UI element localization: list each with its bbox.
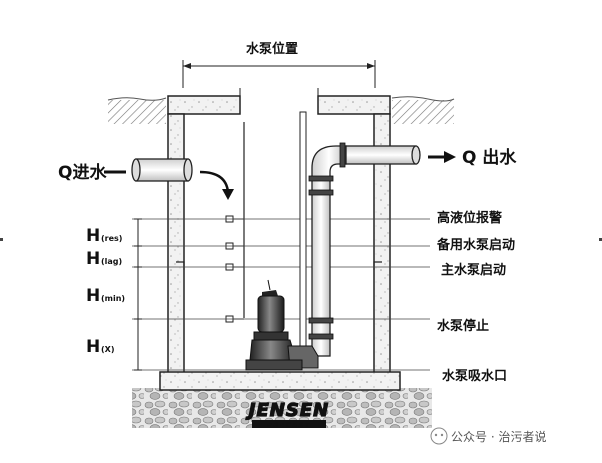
h-label-lag: H (lag) [86,249,122,269]
soil-hatch [107,96,455,124]
svg-text:PRECAST: PRECAST [267,421,311,429]
float-switches [225,215,244,323]
pump-position-dimension [182,60,376,88]
jensen-precast-logo: JENSEN PRECAST [245,399,329,429]
outlet-pipe [345,145,456,165]
guide-rail [299,111,307,369]
wechat-watermark: 公众号 · 治污者说 [430,427,546,445]
svg-text:(X): (X) [101,345,114,354]
level-label-pump-intake: 水泵吸水口 [442,368,507,384]
h-label-min: H (min) [86,286,125,306]
level-label-lead-start: 主水泵启动 [441,262,506,278]
watermark-text: 公众号 · 治污者说 [451,429,546,444]
level-label-lag-start: 备用水泵启动 [436,237,515,253]
corner-mark [0,238,3,241]
svg-text:JENSEN: JENSEN [246,400,329,421]
svg-text:(lag): (lag) [101,257,122,266]
svg-text:H: H [86,226,100,246]
outlet-label: Q 出水 [462,147,517,168]
svg-text:H: H [86,249,100,269]
pump-position-title: 水泵位置 [246,41,298,57]
inlet-pipe [104,158,234,200]
h-dimension-ticks [134,218,142,371]
h-label-x: H (X) [86,337,114,357]
level-label-pump-stop: 水泵停止 [437,318,489,334]
svg-text:(res): (res) [101,234,122,243]
submersible-pump [245,279,319,371]
svg-text:H: H [86,337,100,357]
h-label-res: H (res) [86,226,122,246]
svg-text:(min): (min) [101,294,125,303]
corner-mark [599,238,602,241]
level-label-high-alarm: 高液位报警 [437,210,502,226]
svg-text:H: H [86,286,100,306]
discharge-pipe [308,142,347,357]
inlet-label: Q进水 [58,162,107,183]
